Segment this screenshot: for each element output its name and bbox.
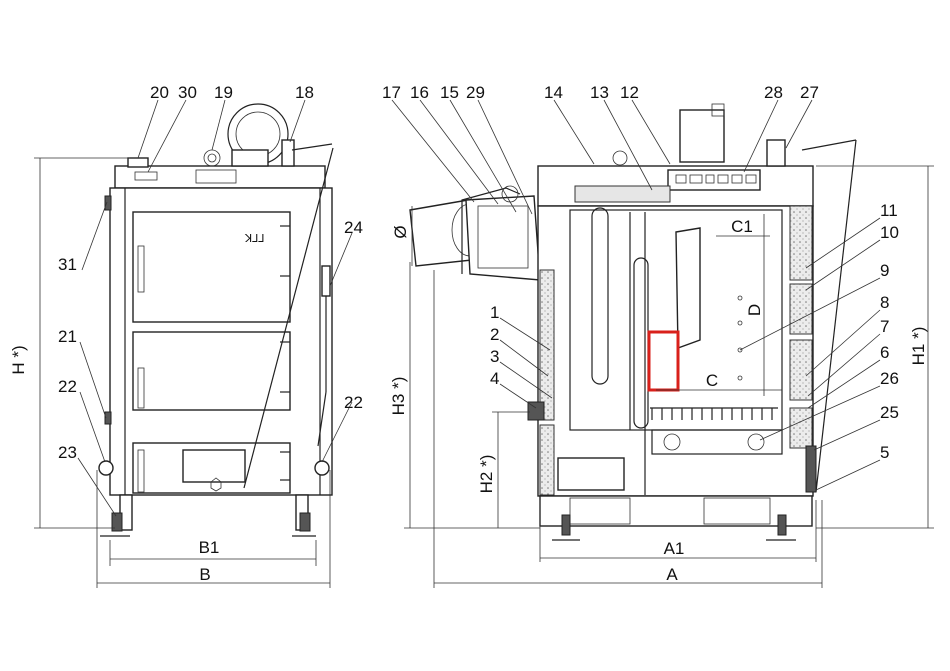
part-label: 22 — [344, 393, 363, 412]
dim-A: A — [666, 565, 678, 584]
front-part-labels: 20 30 19 18 31 24 21 22 23 22 — [58, 83, 363, 462]
part-label: 24 — [344, 218, 363, 237]
part-label: 29 — [466, 83, 485, 102]
part-label: 11 — [880, 201, 898, 220]
side-leaders — [391, 99, 881, 491]
part-label: 1 — [490, 303, 499, 322]
part-label: 4 — [490, 369, 499, 388]
part-label: 16 — [410, 83, 429, 102]
dim-C: C — [706, 371, 718, 390]
dim-D: D — [745, 304, 764, 316]
dim-C1: C1 — [731, 217, 753, 236]
part-19-panel — [195, 169, 237, 184]
part-label: 15 — [440, 83, 459, 102]
part-label: 19 — [214, 83, 233, 102]
dim-H2: H2 *) — [477, 455, 496, 494]
part-label: 9 — [880, 261, 889, 280]
dim-H: H *) — [9, 345, 28, 374]
door-logo: ꓘ⅃⅃ — [244, 233, 264, 245]
part-20-cap — [127, 157, 149, 168]
side-dimensions: Ø C1 D C H1 *) H3 *) H2 *) A1 A — [389, 165, 934, 588]
front-view: ꓘ⅃⅃ — [98, 103, 334, 537]
side-part-labels: 17 16 15 29 14 13 12 28 27 11 10 9 8 7 6… — [382, 83, 899, 462]
part-label: 28 — [764, 83, 783, 102]
part-label: 30 — [178, 83, 197, 102]
part-label: 5 — [880, 443, 889, 462]
part-label: 20 — [150, 83, 169, 102]
middle-door — [132, 331, 291, 411]
part-30-label — [134, 171, 158, 181]
dim-H3: H3 *) — [389, 377, 408, 416]
front-leaders — [77, 99, 353, 517]
part-label: 13 — [590, 83, 609, 102]
part-label: 6 — [880, 343, 889, 362]
side-view — [409, 103, 857, 541]
part-label: 26 — [880, 369, 899, 388]
side-body — [537, 205, 814, 497]
part-label: 3 — [490, 347, 499, 366]
part-label: 31 — [58, 255, 77, 274]
dim-diameter: Ø — [391, 225, 410, 238]
part-label: 21 — [58, 327, 77, 346]
dim-B: B — [199, 565, 210, 584]
part-label: 10 — [880, 223, 899, 242]
upper-door — [132, 211, 291, 323]
fan-motor — [679, 109, 725, 163]
part-label: 8 — [880, 293, 889, 312]
part-label: 7 — [880, 317, 889, 336]
part-label: 27 — [800, 83, 819, 102]
dim-A1: A1 — [664, 539, 685, 558]
part-label: 18 — [295, 83, 314, 102]
part-label: 23 — [58, 443, 77, 462]
part-label: 2 — [490, 325, 499, 344]
part-label: 14 — [544, 83, 563, 102]
dim-H1: H1 *) — [909, 327, 928, 366]
front-dimensions: H *) B1 B — [9, 157, 331, 588]
part-label: 17 — [382, 83, 401, 102]
part-label: 22 — [58, 377, 77, 396]
part-label: 12 — [620, 83, 639, 102]
part-label: 25 — [880, 403, 899, 422]
dim-B1: B1 — [199, 538, 220, 557]
